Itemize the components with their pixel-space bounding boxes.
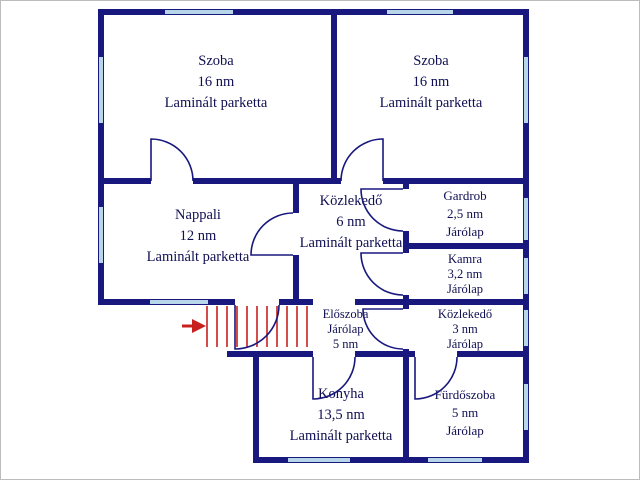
room-label-szoba-1: Szoba 16 nm Laminált parketta [126, 51, 306, 114]
room-floor: Laminált parketta [164, 95, 268, 111]
entrance-arrow-icon [182, 319, 206, 333]
room-name: Gardrob [443, 188, 487, 203]
room-area: 6 nm [336, 214, 366, 230]
wall-segment [293, 255, 299, 305]
room-area: 12 nm [179, 228, 217, 244]
window [287, 457, 351, 463]
wall-segment [457, 351, 529, 357]
room-floor: Járólap [446, 423, 484, 438]
room-name: Nappali [175, 207, 221, 223]
window [523, 197, 529, 241]
door-szoba-2 [340, 138, 384, 182]
wall-segment [355, 351, 403, 357]
door-szoba-1 [150, 138, 194, 182]
window [523, 56, 529, 124]
room-floor: Laminált parketta [299, 235, 403, 251]
wall-segment [355, 299, 403, 305]
window [523, 383, 529, 431]
room-area: 16 nm [412, 74, 450, 90]
room-area: 3 nm [452, 322, 478, 336]
room-label-konyha: Konyha 13,5 nm Laminált parketta [256, 384, 426, 447]
window [386, 9, 454, 15]
room-area: 5 nm [451, 405, 479, 420]
room-floor: Járólap [446, 337, 484, 351]
window [98, 56, 104, 124]
room-floor: Laminált parketta [289, 428, 393, 444]
wall-segment [403, 351, 415, 357]
room-label-nappali: Nappali 12 nm Laminált parketta [108, 205, 288, 268]
room-name: Konyha [318, 386, 364, 402]
room-name: Előszoba [322, 307, 369, 321]
wall-segment [98, 9, 104, 305]
window [523, 257, 529, 295]
window [149, 299, 209, 305]
wall-segment [98, 9, 529, 15]
wall-segment [193, 178, 341, 184]
window [523, 309, 529, 347]
wall-segment [403, 349, 409, 457]
wall-segment [331, 9, 337, 184]
door-kamra [360, 252, 404, 296]
wall-segment [253, 457, 529, 463]
room-name: Kamra [447, 252, 482, 266]
room-label-gardrob: Gardrob 2,5 nm Járólap [408, 187, 522, 241]
room-floor: Járólap [327, 322, 364, 336]
room-label-furdoszoba: Fürdőszoba 5 nm Járólap [406, 386, 524, 440]
room-name: Szoba [198, 53, 234, 69]
door-entrance [234, 304, 280, 350]
room-area: 16 nm [197, 74, 235, 90]
wall-segment [293, 178, 299, 213]
window [98, 206, 104, 264]
room-name: Fürdőszoba [434, 387, 496, 402]
room-area: 2,5 nm [446, 206, 484, 221]
room-name: Szoba [413, 53, 449, 69]
wall-segment [383, 178, 529, 184]
room-label-szoba-2: Szoba 16 nm Laminált parketta [341, 51, 521, 114]
room-label-eloszoba: Előszoba Járólap 5 nm [283, 307, 408, 352]
room-area: 3,2 nm [447, 267, 483, 281]
room-name: Közlekedő [437, 307, 493, 321]
wall-segment [403, 299, 529, 305]
wall-segment [403, 231, 409, 253]
room-area: 13,5 nm [317, 407, 365, 423]
wall-segment [209, 299, 235, 305]
window [427, 457, 483, 463]
wall-segment [403, 178, 409, 189]
room-floor: Járólap [446, 282, 484, 296]
room-area: 5 nm [332, 337, 359, 351]
room-floor: Laminált parketta [146, 249, 250, 265]
room-label-kamra: Kamra 3,2 nm Járólap [408, 252, 522, 297]
room-label-kozlekedo-2: Közlekedő 3 nm Járólap [408, 307, 522, 352]
room-floor: Járólap [446, 224, 484, 239]
wall-segment [98, 178, 151, 184]
wall-segment [98, 299, 149, 305]
wall-segment [253, 351, 259, 463]
room-floor: Laminált parketta [379, 95, 483, 111]
window [164, 9, 234, 15]
wall-segment [227, 351, 313, 357]
wall-segment [403, 243, 529, 249]
wall-segment [403, 295, 409, 309]
